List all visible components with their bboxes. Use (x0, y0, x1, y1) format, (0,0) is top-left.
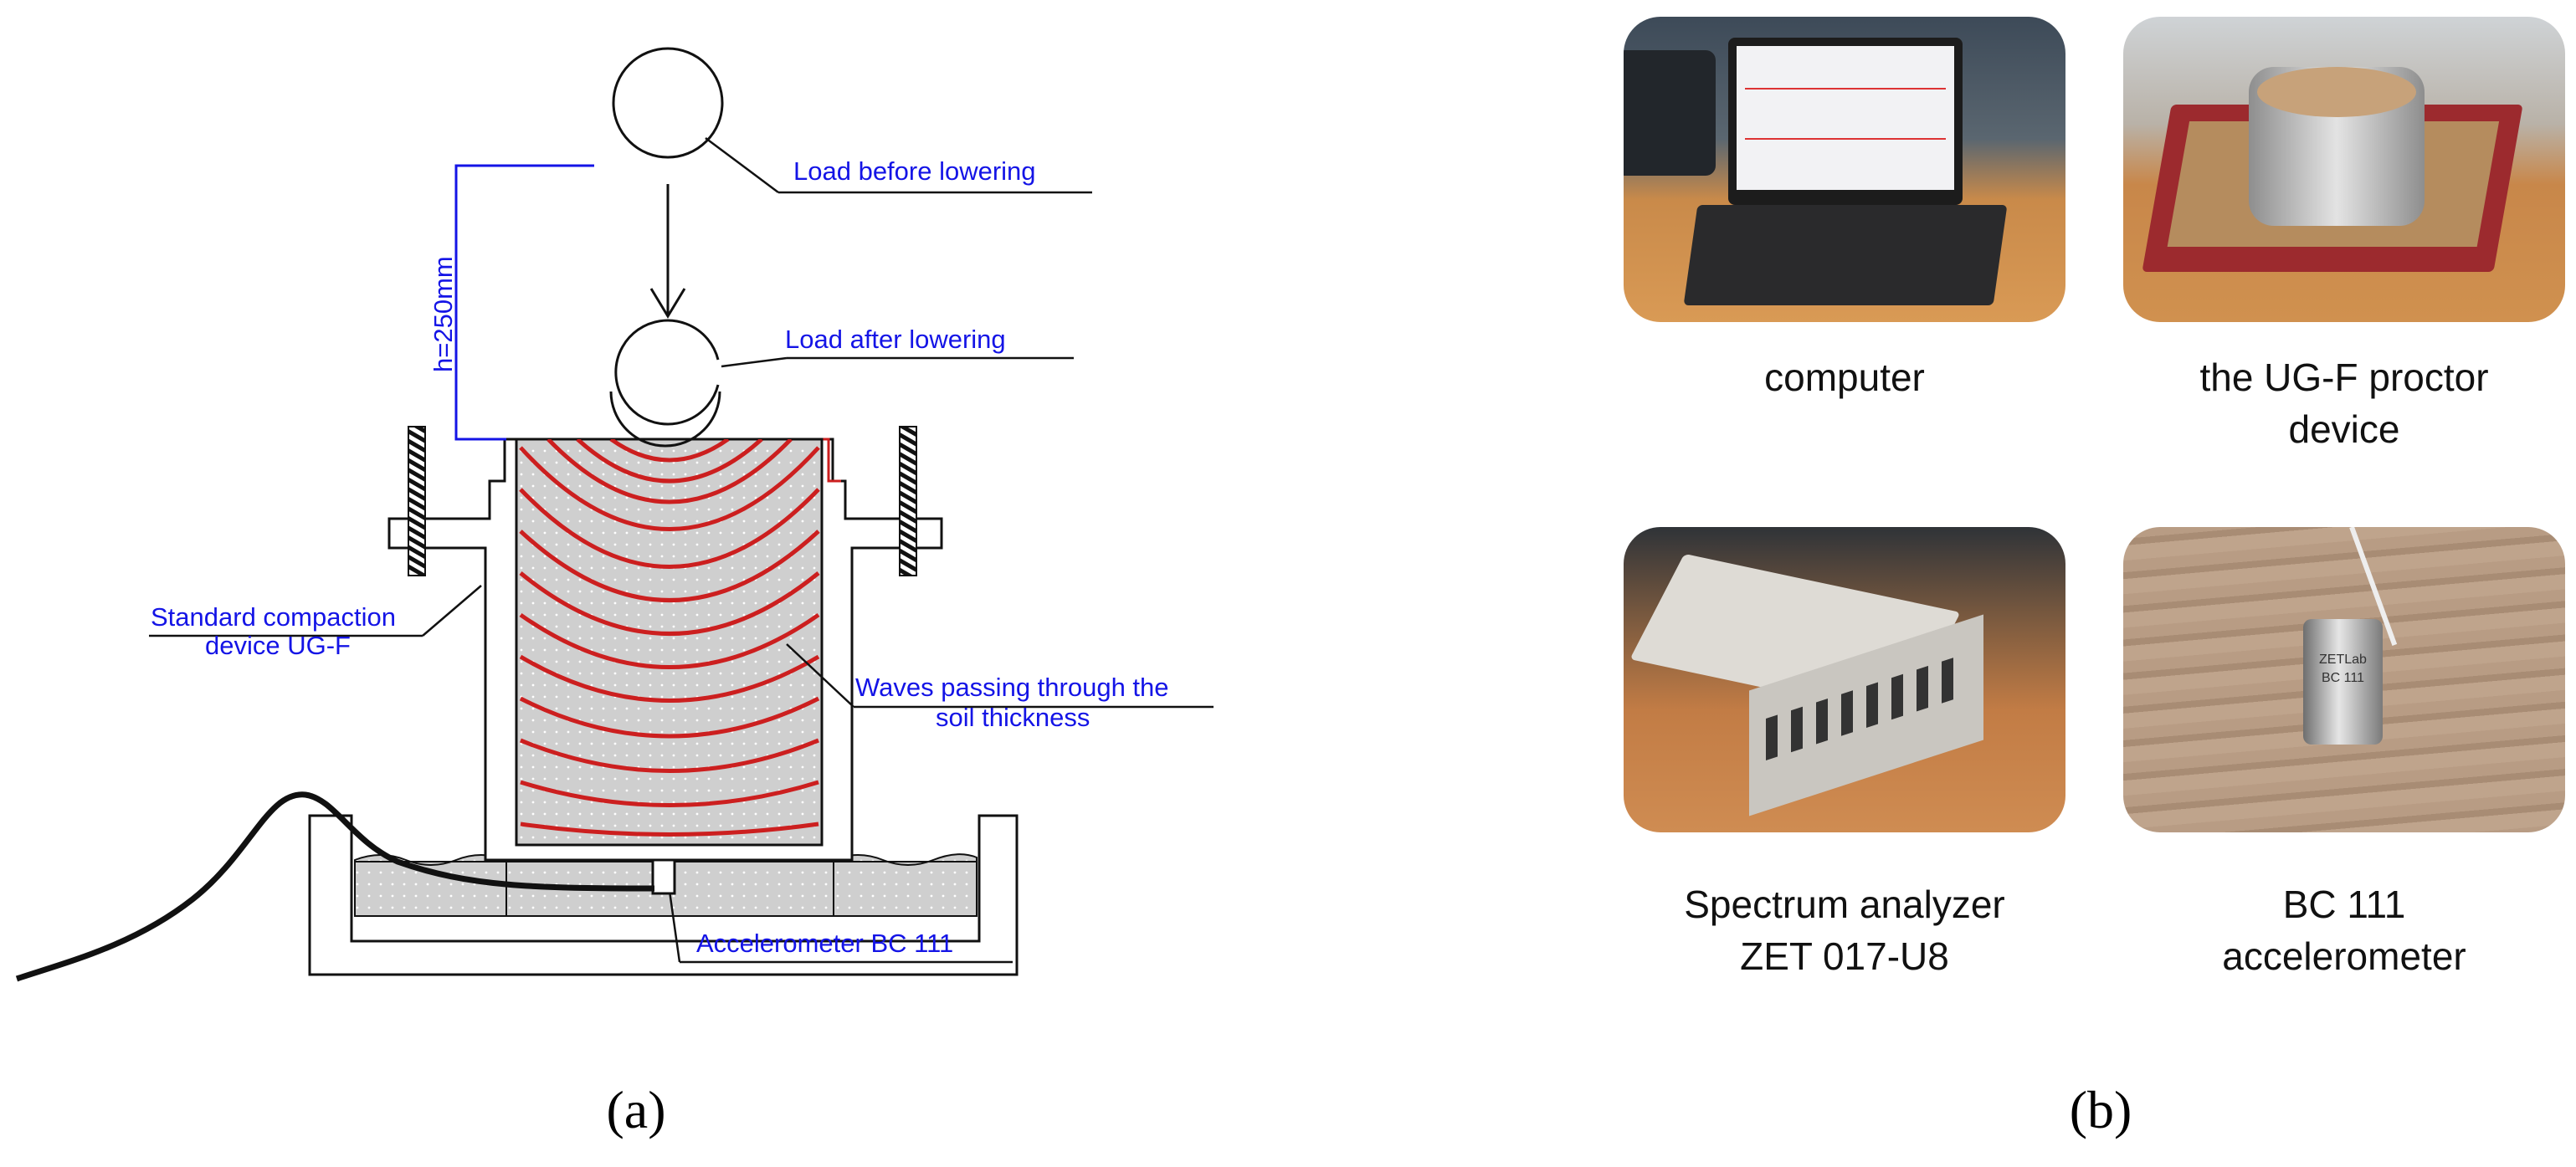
caption-accelerometer: BC 111 accelerometer (2222, 883, 2466, 978)
laptop-screen (1728, 38, 1963, 205)
height-dimension (454, 164, 594, 441)
label-accelerometer: Accelerometer BC 111 (696, 929, 953, 958)
label-waves-1: Waves passing through the (855, 673, 1169, 702)
accelerometer-sensor (651, 858, 676, 895)
left-bolt (408, 426, 426, 576)
steel-mould (2249, 67, 2425, 226)
caption-b: (b) (2069, 1080, 2132, 1139)
photo-spectrum-analyzer (1624, 527, 2065, 832)
caption-proctor-device: the UG-F proctor device (2199, 356, 2489, 451)
load-after-arc (614, 319, 720, 426)
label-load-before: Load before lowering (793, 156, 1036, 186)
right-bolt (899, 426, 917, 576)
label-load-after: Load after lowering (785, 325, 1006, 354)
photo-proctor-device (2123, 17, 2565, 322)
label-waves-2: soil thickness (936, 703, 1090, 732)
laptop-keyboard (1683, 205, 2008, 305)
label-device-2: device UG-F (205, 631, 351, 660)
caption-spectrum-analyzer: Spectrum analyzer ZET 017-U8 (1684, 883, 2005, 978)
caption-computer: computer (1764, 356, 1925, 399)
wave-fronts (519, 439, 820, 837)
test-setup-schematic: Load before lowering Load after lowering… (15, 47, 1214, 982)
sensor-cable (15, 791, 655, 982)
mould-lining (822, 438, 841, 483)
caption-a: (a) (606, 1080, 666, 1139)
label-device-1: Standard compaction (151, 602, 396, 632)
sensor-body: ZETLab BC 111 (2303, 619, 2383, 745)
load-before-circle (612, 47, 724, 159)
photo-accelerometer: ZETLab BC 111 (2123, 527, 2565, 832)
photo-computer (1624, 17, 2065, 322)
base-tray-outer (308, 814, 1019, 976)
label-height: h=250mm (428, 256, 458, 372)
